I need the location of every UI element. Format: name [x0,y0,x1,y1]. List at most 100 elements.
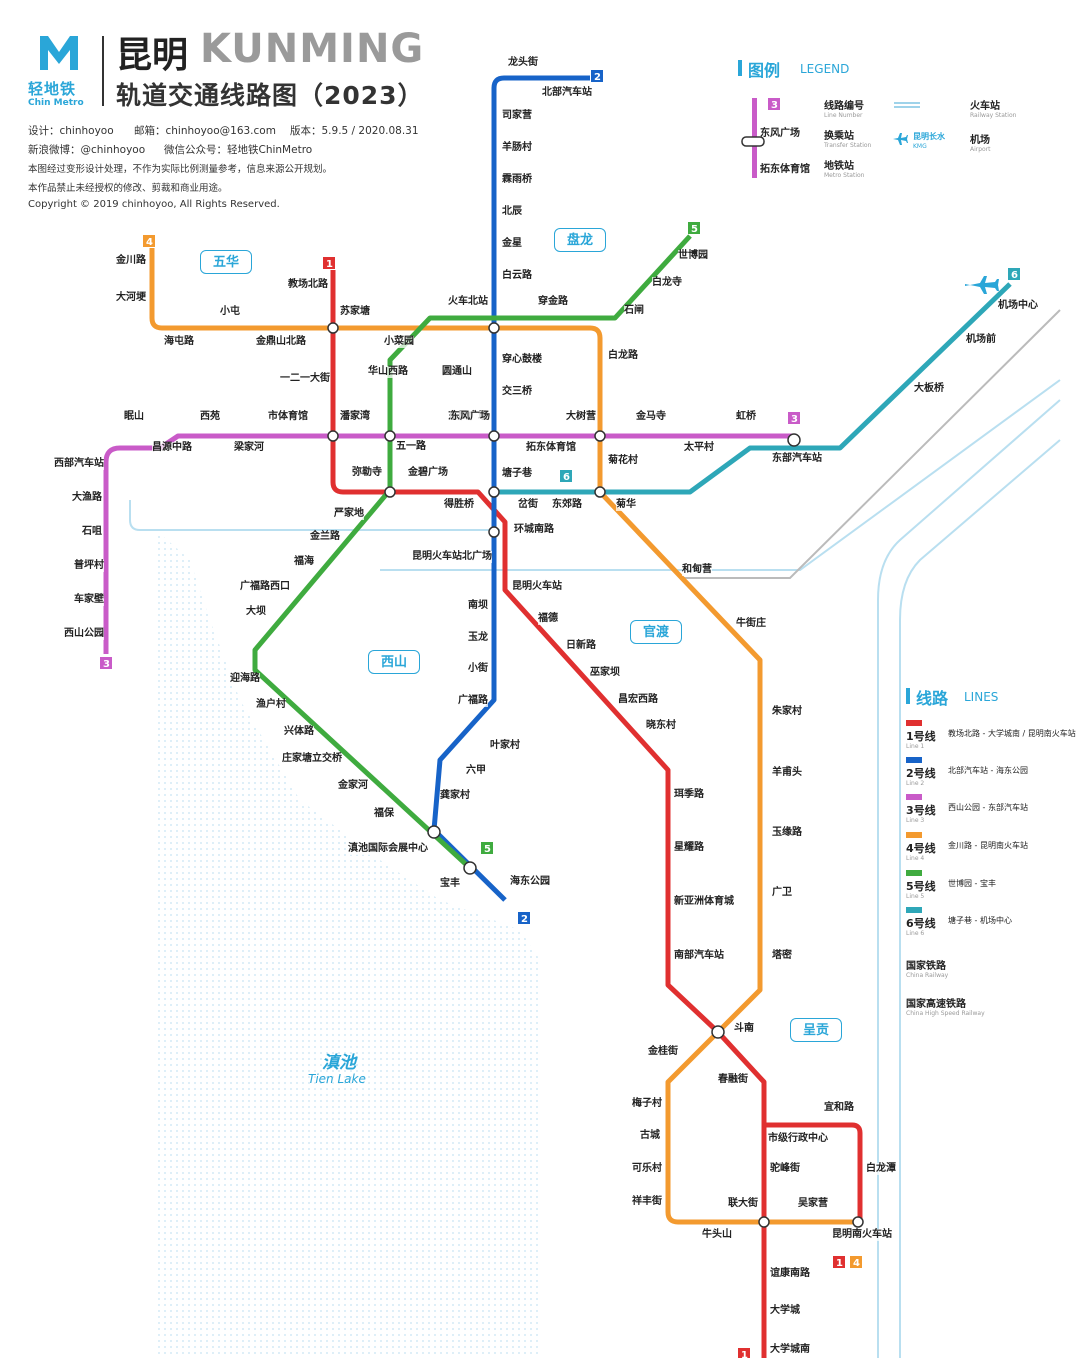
station-label-line1[interactable]: 大学城 [770,1305,800,1317]
station-label-line4[interactable]: 可乐村 [632,1163,662,1175]
station-label-line2[interactable]: 六甲 [466,765,486,777]
station-label-line5[interactable]: 渔户村 [256,699,286,711]
station-label-line1[interactable]: 驼峰街 [770,1163,800,1175]
station-label-line3[interactable]: 东风广场 [450,411,490,423]
station-label-line6[interactable]: 机场前 [966,334,996,346]
station-label-line4[interactable]: 菊花村 [608,455,638,467]
station-label-line2[interactable]: 玉龙 [468,632,488,644]
station-label-line2[interactable]: 叶家村 [490,740,520,752]
station-label-line1[interactable]: 吴家营 [798,1198,828,1210]
station-label-line1[interactable]: 一二一大街 [280,373,330,385]
station-label-line4[interactable]: 小屯 [220,306,240,318]
station-label-line4[interactable]: 和甸营 [682,564,712,576]
station-label-line2[interactable]: 小街 [468,663,488,675]
station-label-line5[interactable]: 白龙寺 [652,277,682,289]
station-label-line3[interactable]: 石咀 [82,526,102,538]
station-label-line2[interactable]: 环城南路 [514,524,554,536]
station-label-line4[interactable]: 金鼎山北路 [256,336,306,348]
station-label-line1[interactable]: 春融街 [718,1074,748,1086]
station-label-line1[interactable]: 珥季路 [674,789,704,801]
station-label-line4[interactable]: 梅子村 [632,1098,662,1110]
station-label-line4[interactable]: 塔密 [772,950,792,962]
station-label-line4[interactable]: 牛头山 [702,1229,732,1241]
station-label-line3[interactable]: 金马寺 [636,411,666,423]
station-label-line4[interactable]: 羊甫头 [772,767,802,779]
station-label-line4[interactable]: 小菜园 [384,336,414,348]
station-label-line1[interactable]: 联大街 [728,1198,758,1210]
station-label-line1[interactable]: 弥勒寺 [352,467,382,479]
station-label-line5[interactable]: 兴体路 [284,726,314,738]
station-label-line5[interactable]: 广福路西口 [240,581,290,593]
station-label-line4[interactable]: 祥丰街 [632,1196,662,1208]
station-label-line2[interactable]: 广福路 [458,695,488,707]
station-label-line1[interactable]: 白龙潭 [866,1163,896,1175]
station-label-line1[interactable]: 福德 [538,613,558,625]
station-label-line1[interactable]: 昆明南火车站 [832,1229,892,1241]
station-label-line4[interactable]: 斗南 [734,1023,754,1035]
station-label-line6[interactable]: 机场中心 [998,300,1038,312]
station-label-line4[interactable]: 朱家村 [772,706,802,718]
station-label-line2[interactable]: 龙头街 [508,57,538,69]
station-label-line2[interactable]: 火车北站 [448,296,488,308]
station-label-line1[interactable]: 市级行政中心 [768,1133,828,1145]
station-label-line5[interactable]: 滇池国际会展中心 [348,843,428,855]
station-label-line5[interactable]: 世博园 [678,250,708,262]
station-label-line5[interactable]: 福海 [294,556,314,568]
station-label-line4[interactable]: 大河埂 [116,292,146,304]
station-label-line3[interactable]: 眠山 [124,411,144,423]
station-label-line3[interactable]: 市体育馆 [268,411,308,423]
station-label-line1[interactable]: 宜和路 [824,1102,854,1114]
station-label-line5[interactable]: 大坝 [246,606,266,618]
station-label-line2[interactable]: 霖雨桥 [502,174,532,186]
station-label-line5[interactable]: 福保 [374,808,394,820]
station-label-line5[interactable]: 石闸 [624,305,644,317]
station-label-line1[interactable]: 金碧广场 [408,467,448,479]
station-label-line2[interactable]: 穿心鼓楼 [502,354,542,366]
station-label-line6[interactable]: 大板桥 [914,383,944,395]
station-label-line4[interactable]: 海屯路 [164,336,194,348]
station-label-line5[interactable]: 迎海路 [230,673,260,685]
station-label-line3[interactable]: 西苑 [200,411,220,423]
station-label-line4[interactable]: 金桂街 [648,1046,678,1058]
station-label-line3[interactable]: 大树营 [566,411,596,423]
station-label-line1[interactable]: 苏家塘 [340,306,370,318]
station-label-line3[interactable]: 大渔路 [72,492,102,504]
station-label-line3[interactable]: 普坪村 [74,560,104,572]
station-label-line3[interactable]: 五一路 [396,441,426,453]
station-label-line2[interactable]: 龚家村 [440,790,470,802]
station-label-line2[interactable]: 羊肠村 [502,142,532,154]
station-label-line1[interactable]: 日新路 [566,640,596,652]
station-label-line3[interactable]: 潘家湾 [340,411,370,423]
station-label-line1[interactable]: 教场北路 [288,279,328,291]
station-label-line3[interactable]: 西山公园 [64,628,104,640]
station-label-line5[interactable]: 严家地 [334,508,364,520]
station-label-line5[interactable]: 金兰路 [310,531,340,543]
station-label-line2[interactable]: 白云路 [502,270,532,282]
station-label-line4[interactable]: 牛街庄 [736,618,766,630]
station-label-line1[interactable]: 晓东村 [646,720,676,732]
station-label-line1[interactable]: 大学城南 [770,1344,810,1356]
station-label-line2[interactable]: 交三桥 [502,386,532,398]
station-label-line4[interactable]: 白龙路 [608,350,638,362]
station-label-line1[interactable]: 得胜桥 [444,499,474,511]
station-label-line2[interactable]: 南坝 [468,600,488,612]
station-label-line1[interactable]: 昌宏西路 [618,694,658,706]
station-label-line5[interactable]: 庄家塘立交桥 [282,753,342,765]
station-label-line3[interactable]: 昌源中路 [152,442,192,454]
station-label-line1[interactable]: 昆明火车站 [512,581,562,593]
station-label-line2[interactable]: 北辰 [502,206,522,218]
station-label-line2[interactable]: 海东公园 [510,876,550,888]
station-label-line5[interactable]: 圆通山 [442,366,472,378]
station-label-line1[interactable]: 谊康南路 [770,1268,810,1280]
station-label-line6[interactable]: 岔街 [518,499,538,511]
station-label-line2[interactable]: 金星 [502,238,522,250]
station-label-line4[interactable]: 金川路 [116,255,146,267]
station-label-line2[interactable]: 司家营 [502,110,532,122]
station-label-line3[interactable]: 梁家河 [234,442,264,454]
station-label-line4[interactable]: 菊华 [616,499,636,511]
station-label-line3[interactable]: 东部汽车站 [772,453,822,465]
station-label-line5[interactable]: 金家河 [338,780,368,792]
station-label-line4[interactable]: 广卫 [772,887,792,899]
station-label-line3[interactable]: 太平村 [684,442,714,454]
station-label-line3[interactable]: 西部汽车站 [54,458,104,470]
